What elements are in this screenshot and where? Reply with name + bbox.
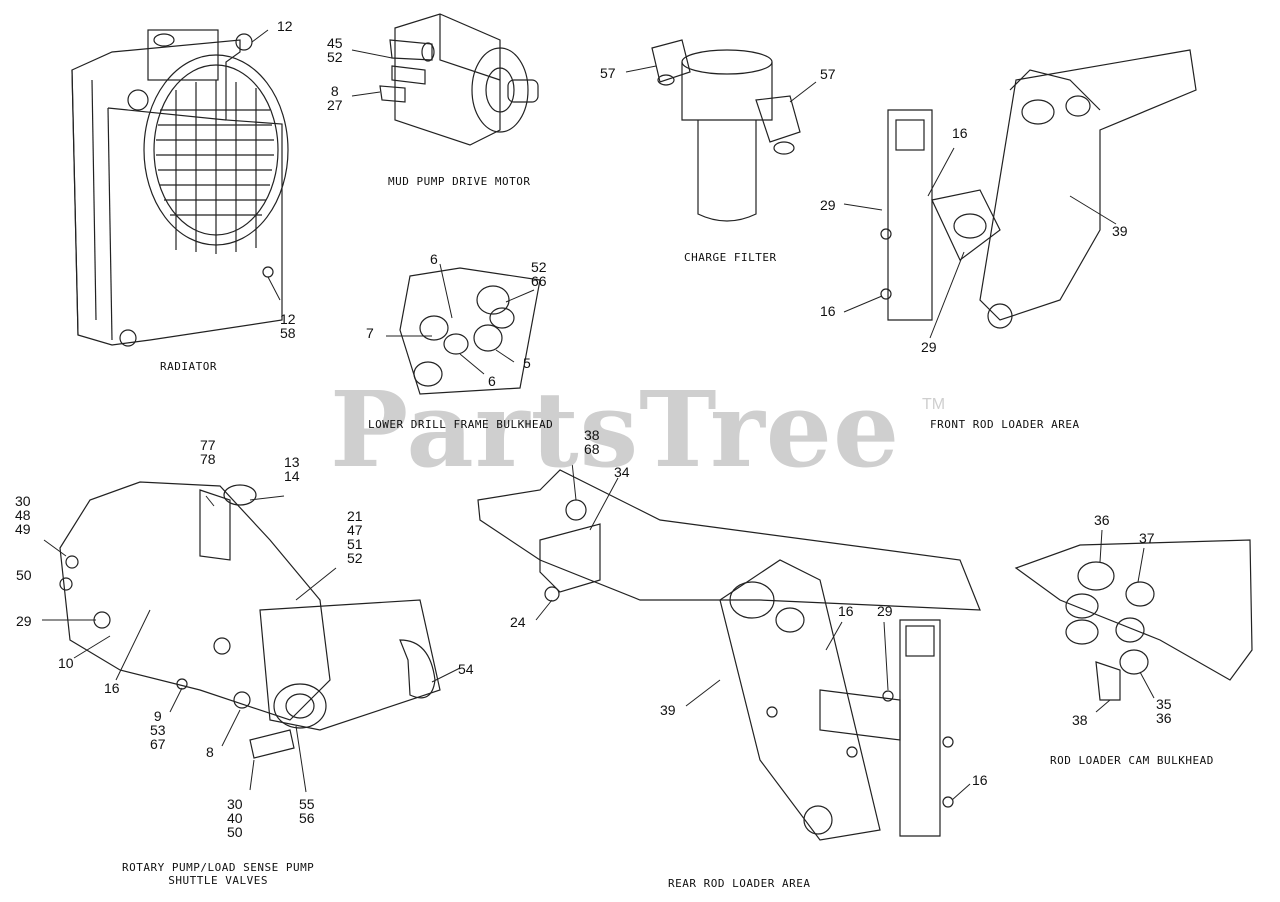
callout-label: 30 48 49 — [15, 493, 31, 537]
callout-label: 16 — [838, 603, 854, 619]
caption-rear-rod-loader-area: REAR ROD LOADER AREA — [668, 877, 811, 890]
caption-radiator: RADIATOR — [160, 360, 217, 373]
callout-label: 12 58 — [280, 311, 296, 341]
caption-rod-loader-cam-bulkhead: ROD LOADER CAM BULKHEAD — [1050, 754, 1214, 767]
callout-label: 39 — [660, 702, 676, 718]
callout-label: 38 68 — [584, 427, 600, 457]
callout-label: 35 36 — [1156, 696, 1172, 726]
callout-label: 16 — [972, 772, 988, 788]
callout-label: 12 — [277, 18, 293, 34]
callout-label: 54 — [458, 661, 474, 677]
charge-filter-drawing — [625, 39, 817, 222]
trademark-symbol: TM — [922, 396, 946, 413]
callout-label: 57 — [600, 65, 616, 81]
callout-label: 36 — [1094, 512, 1110, 528]
callout-label: 30 40 50 — [227, 796, 243, 840]
rotary-pump-drawing — [42, 481, 461, 793]
rear-rod-loader-drawing — [477, 461, 981, 841]
callout-label: 9 53 67 — [150, 708, 166, 752]
caption-lower-drill-frame-bulkhead: LOWER DRILL FRAME BULKHEAD — [368, 418, 554, 431]
callout-label: 13 14 — [284, 454, 300, 484]
callout-label: 6 — [430, 251, 438, 267]
callout-label: 10 — [58, 655, 74, 671]
callout-label: 29 — [921, 339, 937, 355]
callout-label: 52 66 — [531, 259, 547, 289]
mud-pump-motor-drawing — [351, 13, 539, 146]
callout-label: 37 — [1139, 530, 1155, 546]
callout-label: 29 — [820, 197, 836, 213]
caption-rotary-pump-shuttle-valves: ROTARY PUMP/LOAD SENSE PUMP SHUTTLE VALV… — [122, 861, 315, 887]
callout-label: 29 — [16, 613, 32, 629]
radiator-drawing — [71, 29, 289, 347]
callout-label: 16 — [820, 303, 836, 319]
callout-label: 77 78 — [200, 437, 216, 467]
callout-label: 8 27 — [327, 83, 343, 113]
caption-charge-filter: CHARGE FILTER — [684, 251, 777, 264]
callout-label: 8 — [206, 744, 214, 760]
callout-label: 6 — [488, 373, 496, 389]
callout-label: 16 — [104, 680, 120, 696]
callout-label: 24 — [510, 614, 526, 630]
callout-label: 29 — [877, 603, 893, 619]
front-rod-loader-drawing — [843, 49, 1197, 339]
callout-label: 57 — [820, 66, 836, 82]
callout-label: 5 — [523, 355, 531, 371]
callout-label: 38 — [1072, 712, 1088, 728]
callout-label: 34 — [614, 464, 630, 480]
callout-label: 50 — [16, 567, 32, 583]
caption-mud-pump-drive-motor: MUD PUMP DRIVE MOTOR — [388, 175, 531, 188]
callout-label: 45 52 — [327, 35, 343, 65]
caption-front-rod-loader-area: FRONT ROD LOADER AREA — [930, 418, 1080, 431]
callout-label: 7 — [366, 325, 374, 341]
callout-label: 55 56 — [299, 796, 315, 826]
lower-drill-bulkhead-drawing — [386, 263, 541, 395]
callout-label: 21 47 51 52 — [347, 508, 363, 566]
callout-label: 39 — [1112, 223, 1128, 239]
callout-label: 16 — [952, 125, 968, 141]
cam-bulkhead-drawing — [1014, 529, 1253, 713]
